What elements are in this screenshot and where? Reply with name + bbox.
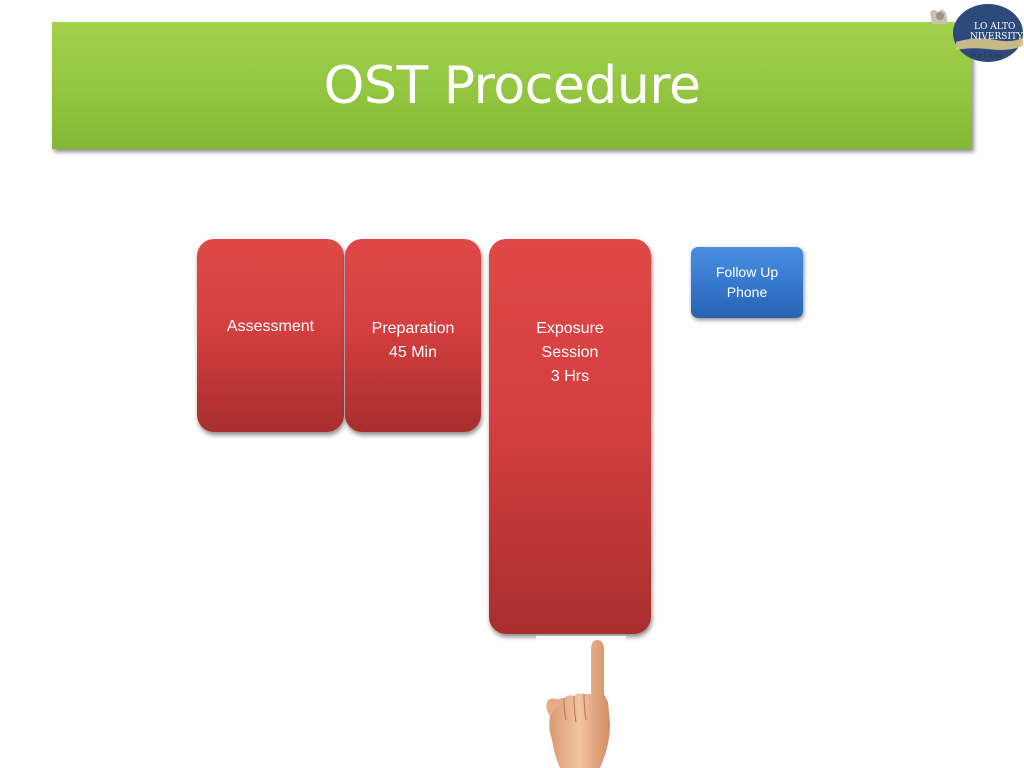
step-exposure-session: Exposure Session 3 Hrs <box>489 239 651 634</box>
university-logo: LO ALTO NIVERSITY ing Lives <box>926 2 1024 64</box>
step-assessment-label: Assessment <box>226 318 315 335</box>
step-preparation: Preparation 45 Min <box>345 239 481 432</box>
step-preparation-label: Preparation 45 Min <box>371 320 455 361</box>
title-bar: OST Procedure <box>52 22 972 149</box>
step-follow-up-phone: Follow Up Phone <box>691 247 803 318</box>
logo-line-2: NIVERSITY <box>970 32 1023 42</box>
pointing-hand-image <box>536 636 626 768</box>
pointing-finger-icon <box>546 640 610 768</box>
slide-title: OST Procedure <box>323 55 702 116</box>
step-exposure-session-label: Exposure Session 3 Hrs <box>536 320 604 385</box>
step-follow-up-phone-label: Follow Up Phone <box>715 264 779 300</box>
logo-tagline: ing Lives <box>970 52 1003 60</box>
step-assessment: Assessment <box>197 239 344 432</box>
logo-emblem-icon <box>930 4 1023 62</box>
logo-line-1: LO ALTO <box>974 22 1016 32</box>
